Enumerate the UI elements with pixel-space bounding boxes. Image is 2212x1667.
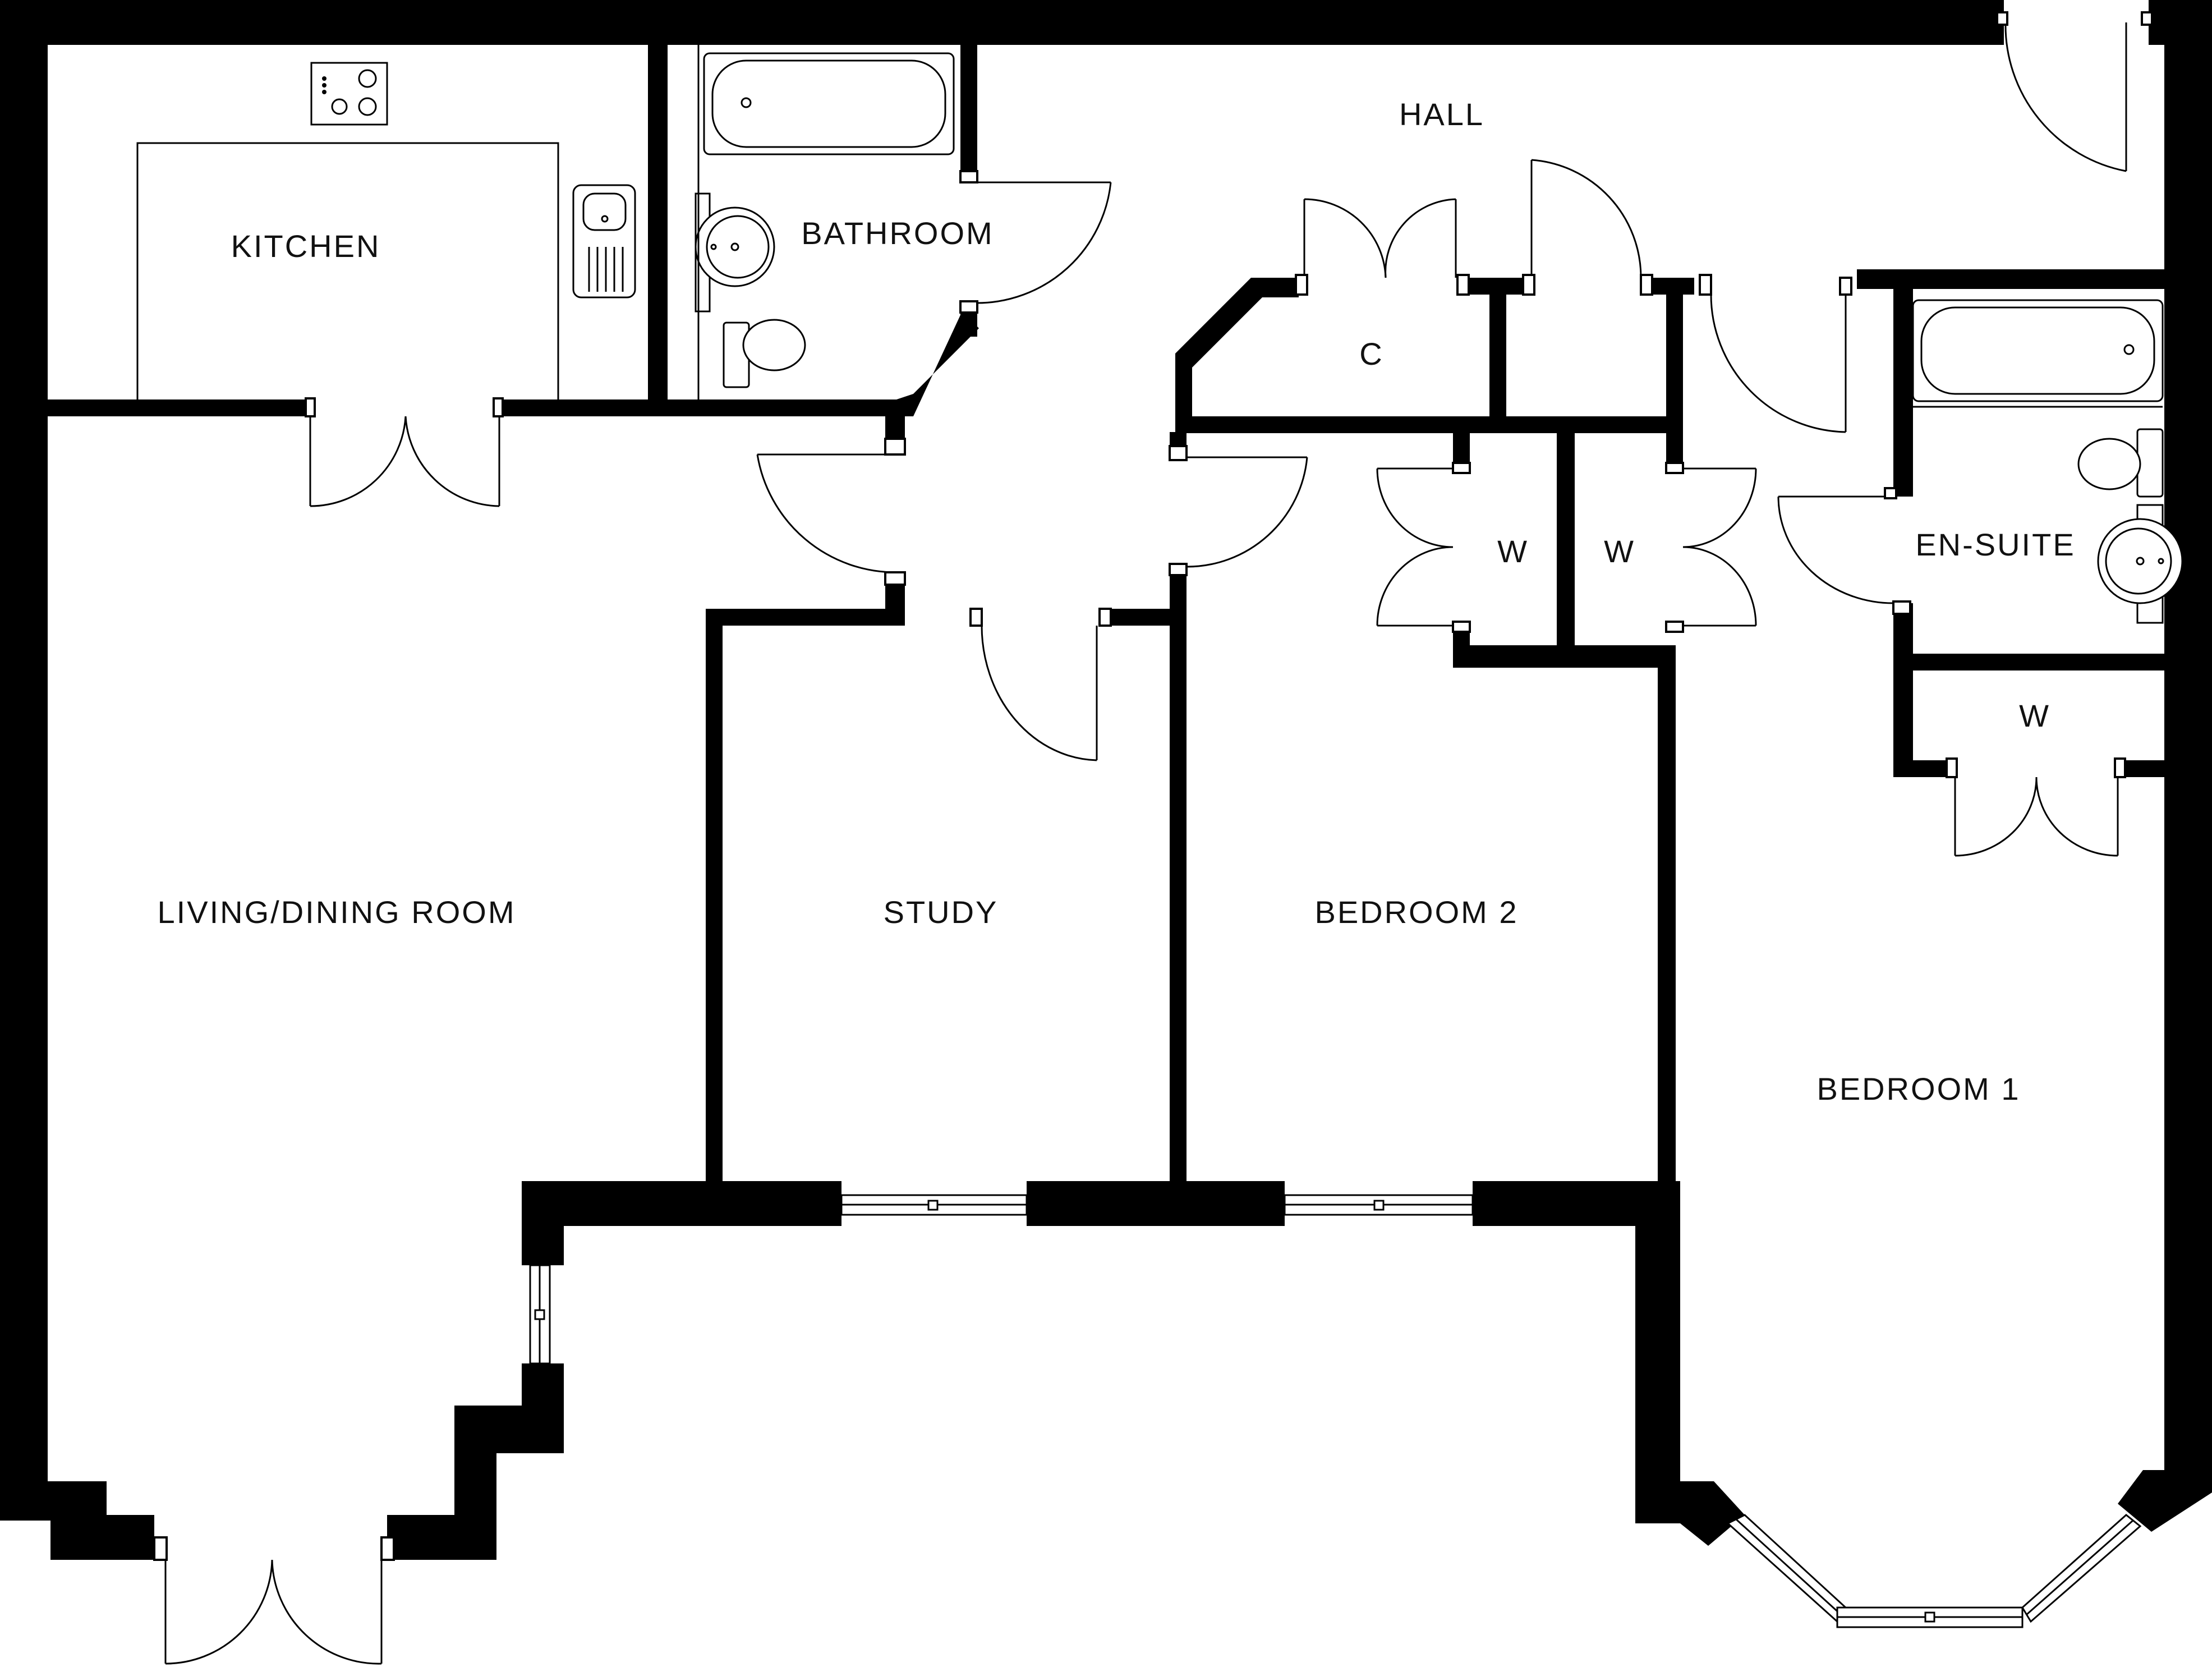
door-cupboard [1295, 198, 1470, 296]
wall-top [0, 0, 2004, 45]
wall-bath-hall-lower [960, 311, 977, 337]
room-label-wardrobe-a: W [1497, 534, 1529, 569]
door-wardrobe-b [1665, 462, 1757, 633]
windows [529, 1194, 2142, 1628]
door-hall-store [1522, 159, 1653, 296]
wall-wardrobe-post-b [1453, 628, 1470, 668]
window-bay [1726, 1514, 2142, 1628]
door-kitchen [305, 397, 504, 507]
wall-study-top-a [706, 609, 894, 626]
wall-cupboard-right [1489, 278, 1506, 433]
room-label-kitchen: KITCHEN [231, 228, 381, 264]
door-wardrobe-c [1946, 757, 2126, 857]
window-bedroom-2 [1284, 1194, 1474, 1216]
room-label-bathroom: BATHROOM [801, 215, 994, 251]
room-label-wardrobe-b: W [1604, 534, 1635, 569]
kitchen-worktop [136, 142, 559, 399]
wall-kitchen-bottom-a [48, 399, 310, 416]
wall-south-a [522, 1181, 841, 1226]
wall-south-b [1027, 1181, 1285, 1226]
doors [153, 11, 2153, 1665]
toilet-icon [723, 319, 806, 388]
wall-bath-hall [960, 45, 977, 180]
fixtures [136, 45, 2183, 624]
room-labels: HALL KITCHEN BATHROOM C W W EN-SUITE W L… [158, 97, 2075, 1106]
room-label-living-dining: LIVING/DINING ROOM [158, 894, 516, 930]
basin-icon [695, 192, 775, 313]
room-label-hall: HALL [1399, 97, 1484, 132]
wall-study-top-b [1110, 609, 1185, 626]
wall-kitchen-bottom-b [502, 399, 898, 416]
door-wardrobe-a [1376, 462, 1471, 633]
wall-study-bed2 [1170, 567, 1187, 1184]
wall-wardrobe-bottom [1453, 645, 1669, 668]
wall-bath-diagonal [896, 311, 979, 416]
wall-w-block-right [1666, 278, 1683, 466]
wall-south-step-left-b [522, 1363, 564, 1453]
wall-right [2164, 0, 2212, 1493]
wall-wardrobe-post-a [1453, 433, 1470, 467]
door-living [756, 438, 906, 586]
basin-icon [2097, 504, 2183, 624]
wall-hall-post-a [885, 399, 905, 439]
window-living-side [529, 1264, 551, 1365]
toilet-icon [2077, 428, 2164, 498]
wall-step-3 [387, 1515, 496, 1560]
room-label-cupboard: C [1359, 336, 1383, 371]
wall-south-step-left [522, 1181, 564, 1265]
wall-south-right-down [1635, 1181, 1680, 1523]
door-bathroom [959, 170, 1112, 314]
wall-bed2-bed1 [1658, 645, 1676, 1184]
room-label-wardrobe-c: W [2019, 698, 2050, 733]
door-study [969, 608, 1112, 761]
door-en-suite [1777, 487, 1911, 615]
room-label-bedroom-2: BEDROOM 2 [1314, 894, 1518, 930]
bath-icon [1912, 299, 2164, 402]
wall-ensuite-bottom [1893, 654, 2164, 671]
wall-wardrobe-c-bottom-a [1893, 760, 1947, 777]
hob-icon [310, 62, 388, 126]
wall-bay-left [1635, 1481, 1745, 1546]
walls [0, 0, 2212, 1560]
wall-ensuite-left-bottom [1893, 603, 1913, 777]
wall-step-2 [454, 1406, 496, 1523]
room-label-bedroom-1: BEDROOM 1 [1816, 1071, 2020, 1106]
room-label-study: STUDY [884, 894, 999, 930]
wall-kitchen-bath [648, 45, 668, 399]
wall-study-left [706, 609, 723, 1184]
wall-step-left-3 [50, 1515, 154, 1560]
wall-wardrobe-mid [1557, 433, 1575, 663]
room-label-en-suite: EN-SUITE [1915, 527, 2075, 562]
bath-icon [703, 52, 955, 155]
wall-bay-right [2118, 1470, 2212, 1532]
wall-cupboard-bottom [1175, 416, 1669, 433]
door-entrance [1996, 11, 2153, 172]
wall-ensuite-left-top [1893, 269, 1913, 497]
door-living-french [153, 1536, 395, 1665]
sink-icon [572, 184, 636, 299]
window-study [840, 1194, 1028, 1216]
wall-left [0, 0, 48, 1487]
door-bedroom-1 [1699, 274, 1852, 433]
wall-cupboard-top-right [1461, 278, 1529, 295]
wall-cupboard-diagonal [1175, 278, 1299, 422]
door-bedroom-2 [1169, 445, 1308, 576]
